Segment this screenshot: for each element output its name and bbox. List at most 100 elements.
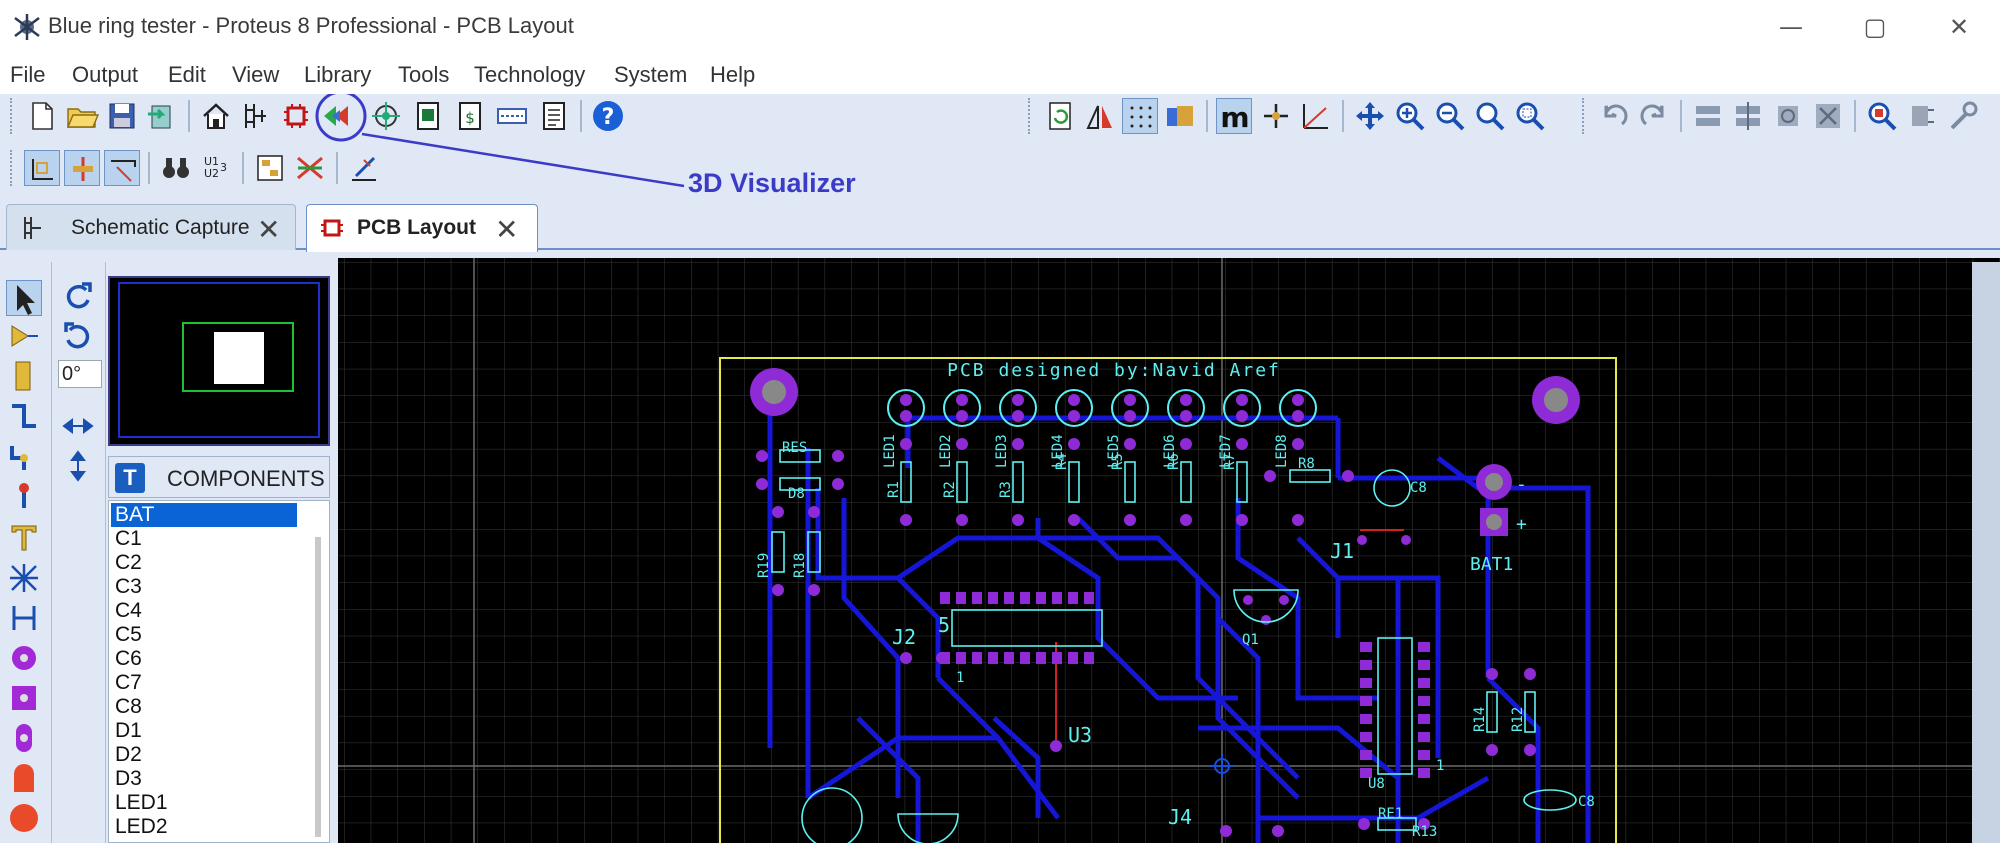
3d-visualizer-icon[interactable]: [318, 98, 354, 134]
canvas-vertical-scrollbar[interactable]: [1972, 262, 2000, 843]
toolbar-grip[interactable]: [1028, 98, 1032, 134]
component-mode-icon[interactable]: [6, 318, 42, 354]
track-mode-icon[interactable]: [6, 398, 42, 434]
component-item[interactable]: D2: [115, 743, 142, 766]
design-explorer-icon[interactable]: [410, 98, 446, 134]
mirror-horizontal-icon[interactable]: [60, 408, 96, 444]
menu-help[interactable]: Help: [710, 62, 756, 87]
connectivity-mode-icon[interactable]: [6, 600, 42, 636]
block-delete-icon[interactable]: [1810, 98, 1846, 134]
via-mode-icon[interactable]: [6, 438, 42, 474]
home-icon[interactable]: [198, 98, 234, 134]
help-icon[interactable]: ?: [590, 98, 626, 134]
bill-of-materials-icon[interactable]: $: [452, 98, 488, 134]
zoom-all-icon[interactable]: [1472, 98, 1508, 134]
layers-icon[interactable]: [1162, 98, 1198, 134]
pick-devices-button[interactable]: T: [115, 463, 145, 493]
component-item[interactable]: C1: [115, 527, 142, 550]
metric-toggle-icon[interactable]: m: [1216, 98, 1252, 134]
component-item[interactable]: C5: [115, 623, 142, 646]
components-scrollbar[interactable]: [315, 537, 321, 837]
pcb-editing-canvas[interactable]: PCB designed by:Navid Aref RES D8 R19 R1…: [338, 258, 2000, 843]
close-tab-icon[interactable]: ✕: [495, 213, 519, 246]
component-item[interactable]: C7: [115, 671, 142, 694]
component-item[interactable]: C3: [115, 575, 142, 598]
component-item[interactable]: C4: [115, 599, 142, 622]
ratsnest-mode-icon[interactable]: [6, 560, 42, 596]
x-cursor-icon[interactable]: [1298, 98, 1334, 134]
round-pad-icon[interactable]: [6, 640, 42, 676]
grid-toggle-icon[interactable]: [1122, 98, 1158, 134]
rotate-clockwise-icon[interactable]: [60, 278, 96, 314]
schematic-icon[interactable]: [238, 98, 274, 134]
square-pad-icon[interactable]: [6, 680, 42, 716]
edge-pad-icon[interactable]: [6, 760, 42, 796]
new-icon[interactable]: [24, 98, 60, 134]
component-item[interactable]: D3: [115, 767, 142, 790]
toolbar-grip[interactable]: [1582, 98, 1586, 134]
origin-icon[interactable]: [1258, 98, 1294, 134]
pan-icon[interactable]: [1352, 98, 1388, 134]
zone-mode-icon[interactable]: [6, 478, 42, 514]
undo-icon[interactable]: [1596, 98, 1632, 134]
auto-router-icon[interactable]: [292, 150, 328, 186]
block-rotate-icon[interactable]: [1770, 98, 1806, 134]
import-icon[interactable]: [144, 98, 180, 134]
component-item[interactable]: C6: [115, 647, 142, 670]
menu-system[interactable]: System: [614, 62, 688, 87]
refresh-icon[interactable]: [1042, 98, 1078, 134]
component-item[interactable]: LED1: [115, 791, 168, 814]
zoom-in-icon[interactable]: [1392, 98, 1428, 134]
zoom-out-icon[interactable]: [1432, 98, 1468, 134]
component-item[interactable]: D1: [115, 719, 142, 742]
pick-parts-icon[interactable]: [1864, 98, 1900, 134]
menu-tools[interactable]: Tools: [398, 62, 450, 87]
drc-icon[interactable]: [64, 150, 100, 186]
toolbar-grip[interactable]: [10, 150, 14, 186]
auto-placer-icon[interactable]: [252, 150, 288, 186]
ratsnest-icon[interactable]: [104, 150, 140, 186]
close-tab-icon[interactable]: ✕: [257, 213, 281, 246]
maximize-button[interactable]: ▢: [1863, 13, 1887, 41]
tools-wrench-icon[interactable]: [1944, 98, 1980, 134]
menu-file[interactable]: File: [10, 62, 46, 87]
menu-view[interactable]: View: [232, 62, 280, 87]
measurement-icon[interactable]: [346, 150, 382, 186]
package-mode-icon[interactable]: [6, 358, 42, 394]
menu-output[interactable]: Output: [72, 62, 139, 87]
make-package-icon[interactable]: [1904, 98, 1940, 134]
proteus-app-icon[interactable]: [12, 12, 42, 42]
block-copy-icon[interactable]: [1690, 98, 1726, 134]
menu-technology[interactable]: Technology: [474, 62, 586, 87]
open-folder-icon[interactable]: [64, 98, 100, 134]
tab-pcb-layout[interactable]: PCB Layout ✕: [306, 204, 538, 252]
notes-icon[interactable]: [536, 98, 572, 134]
components-list[interactable]: BAT C1 C2 C3 C4 C5 C6 C7 C8 D1 D2 D3 LED…: [108, 500, 330, 843]
close-button[interactable]: ✕: [1948, 13, 1970, 41]
netlist-icon[interactable]: [494, 98, 530, 134]
component-item[interactable]: LED2: [115, 815, 168, 838]
zoom-area-icon[interactable]: [1512, 98, 1548, 134]
component-item[interactable]: C2: [115, 551, 142, 574]
minimize-button[interactable]: —: [1779, 13, 1803, 41]
rotation-angle-input[interactable]: 0°: [58, 360, 102, 388]
menu-library[interactable]: Library: [304, 62, 372, 87]
text-mode-icon[interactable]: [6, 520, 42, 556]
block-move-icon[interactable]: [1730, 98, 1766, 134]
menu-edit[interactable]: Edit: [168, 62, 206, 87]
smt-pad-icon[interactable]: [6, 800, 42, 836]
search-binoculars-icon[interactable]: [158, 150, 194, 186]
flip-icon[interactable]: [1082, 98, 1118, 134]
toolbar-grip[interactable]: [10, 98, 14, 134]
rotate-anticlockwise-icon[interactable]: [60, 318, 96, 354]
redo-icon[interactable]: [1636, 98, 1672, 134]
mirror-vertical-icon[interactable]: [60, 448, 96, 484]
dil-pad-icon[interactable]: [6, 720, 42, 756]
overview-window[interactable]: [108, 276, 330, 446]
component-item[interactable]: BAT: [111, 503, 297, 527]
pcb-layout-icon[interactable]: [278, 98, 314, 134]
tab-schematic-capture[interactable]: Schematic Capture ✕: [6, 204, 296, 250]
gerber-viewer-icon[interactable]: [368, 98, 404, 134]
component-item[interactable]: C8: [115, 695, 142, 718]
